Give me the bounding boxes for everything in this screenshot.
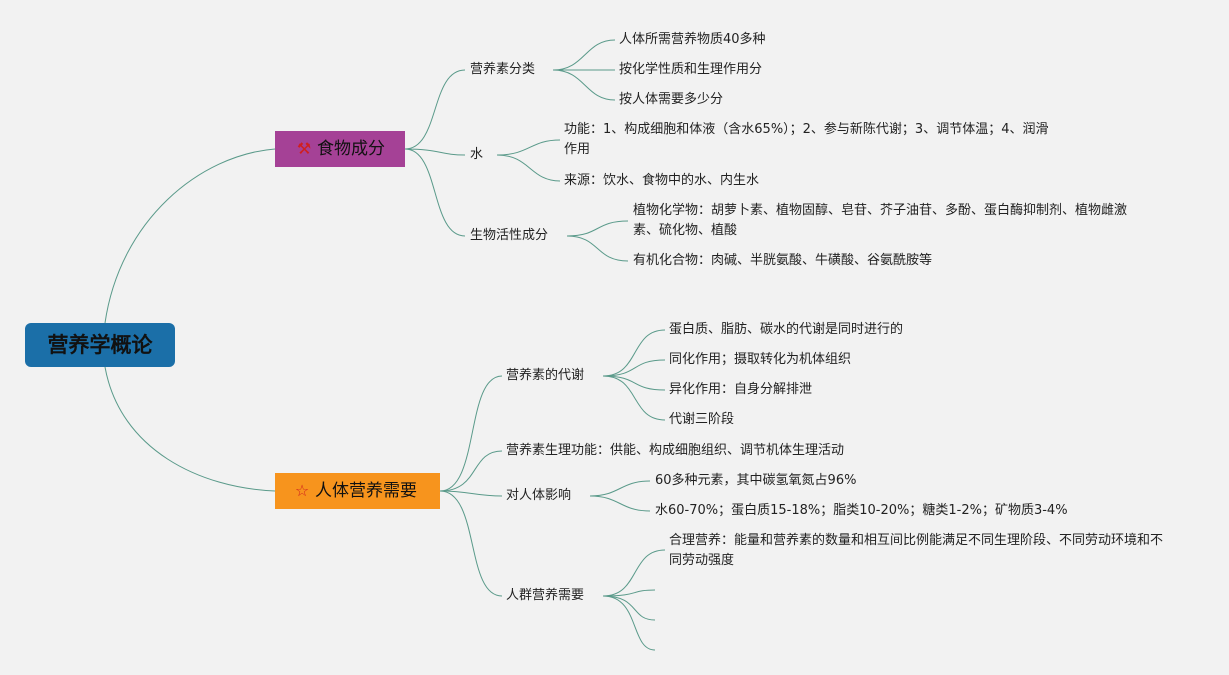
tools-icon: ⚒ — [296, 139, 312, 158]
branch-food-composition[interactable]: ⚒ 食物成分 — [275, 131, 405, 167]
leaf-item[interactable]: 异化作用：自身分解排泄 — [669, 382, 813, 397]
leaf-item[interactable]: 蛋白质、脂肪、碳水的代谢是同时进行的 — [669, 322, 904, 337]
topic-bioactive[interactable]: 生物活性成分 — [470, 228, 549, 243]
leaf-item[interactable]: 功能：1、构成细胞和体液（含水65%）；2、参与新陈代谢；3、调节体温；4、润滑… — [564, 122, 1049, 157]
leaf-item[interactable]: 合理营养：能量和营养素的数量和相互间比例能满足不同生理阶段、不同劳动环境和不同劳… — [669, 533, 1164, 568]
branch-human-label: 人体营养需要 — [315, 481, 417, 501]
topic-metabolism[interactable]: 营养素的代谢 — [506, 368, 585, 383]
leaf-item[interactable]: 来源：饮水、食物中的水、内生水 — [564, 173, 760, 188]
branch-food-label: 食物成分 — [317, 139, 385, 159]
topic-population-needs[interactable]: 人群营养需要 — [506, 588, 585, 603]
topic-physiological-function[interactable]: 营养素生理功能：供能、构成细胞组织、调节机体生理活动 — [506, 443, 845, 458]
leaf-item[interactable]: 60多种元素，其中碳氢氧氮占96% — [655, 473, 857, 488]
star-icon: ☆ — [294, 481, 310, 500]
leaf-item[interactable]: 同化作用；摄取转化为机体组织 — [669, 352, 852, 367]
topic-nutrient-classification[interactable]: 营养素分类 — [470, 62, 536, 77]
topic-effect-on-body[interactable]: 对人体影响 — [506, 488, 572, 503]
leaf-item[interactable]: 按人体需要多少分 — [619, 92, 724, 107]
leaf-item[interactable]: 植物化学物：胡萝卜素、植物固醇、皂苷、芥子油苷、多酚、蛋白酶抑制剂、植物雌激素、… — [633, 203, 1128, 238]
leaf-item[interactable]: 人体所需营养物质40多种 — [619, 32, 766, 47]
branch-human-nutrition[interactable]: ☆ 人体营养需要 — [275, 473, 440, 509]
root-node[interactable]: 营养学概论 — [25, 323, 175, 367]
leaf-item[interactable]: 有机化合物：肉碱、半胱氨酸、牛磺酸、谷氨酰胺等 — [633, 253, 933, 268]
topic-water[interactable]: 水 — [470, 147, 484, 162]
leaf-item[interactable]: 按化学性质和生理作用分 — [619, 62, 763, 77]
leaf-item[interactable]: 代谢三阶段 — [669, 412, 735, 427]
leaf-item[interactable]: 水60-70%；蛋白质15-18%；脂类10-20%；糖类1-2%；矿物质3-4… — [655, 503, 1068, 518]
